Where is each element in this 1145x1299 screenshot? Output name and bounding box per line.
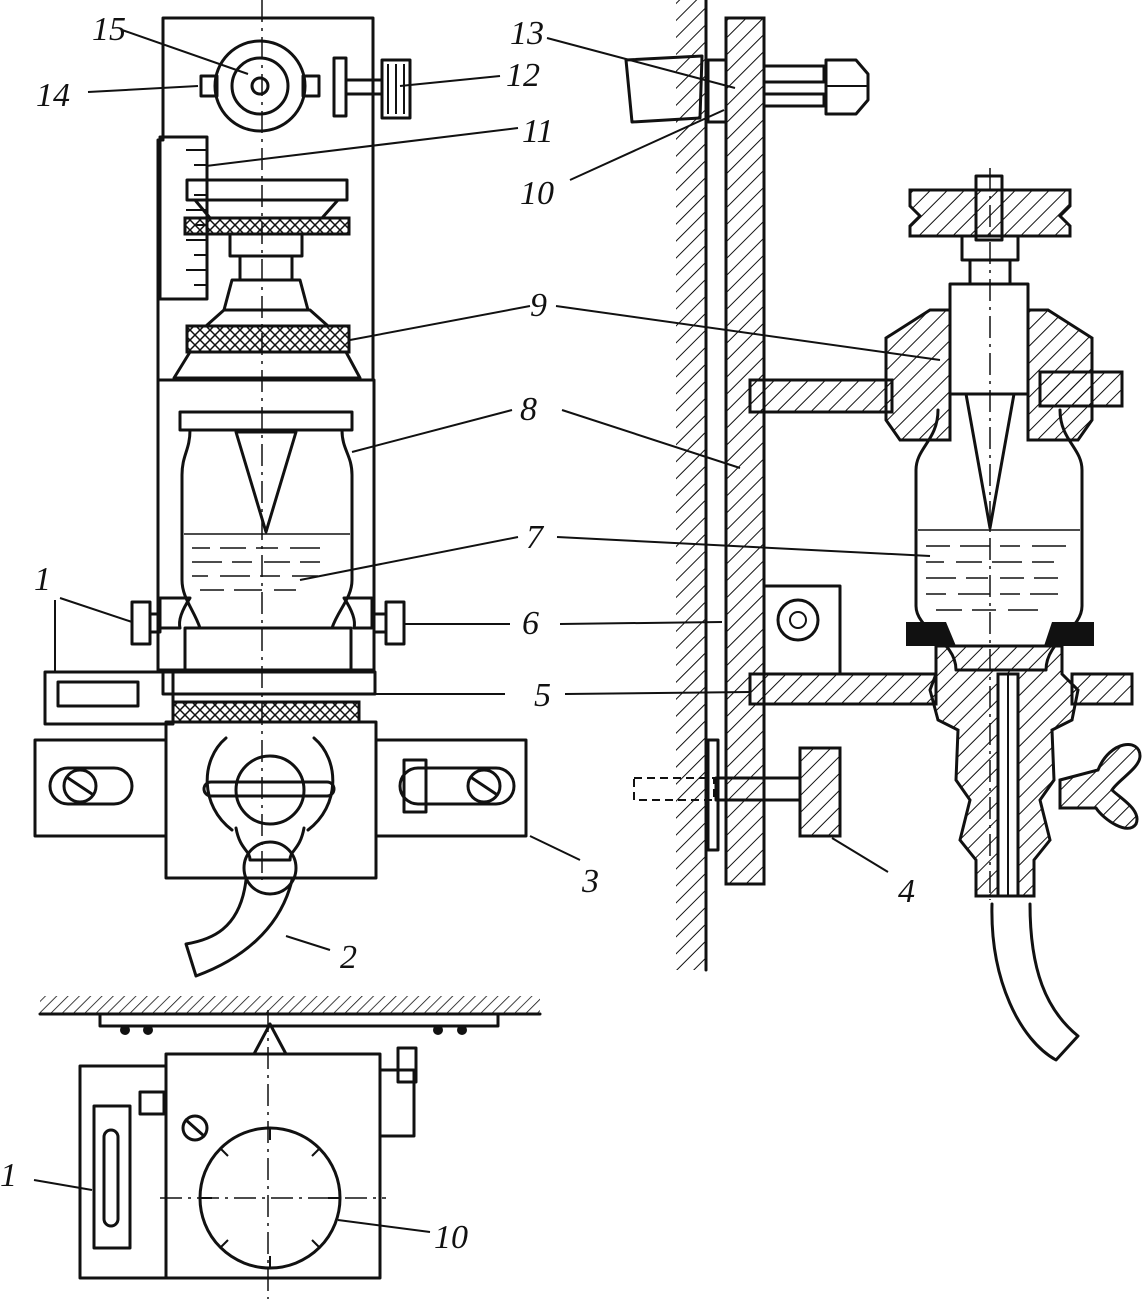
callout-1: 1 <box>34 561 51 598</box>
vessel-base-block <box>183 626 353 674</box>
callout-5: 5 <box>534 677 551 714</box>
lower-arm <box>748 672 938 706</box>
callout-15: 14 <box>36 77 70 114</box>
lock-screw-knob <box>798 746 842 838</box>
gauge-needle <box>234 430 298 534</box>
dial-outer-ring <box>213 39 307 133</box>
wing-nut <box>1058 743 1142 830</box>
callout-11: 11 <box>522 113 553 150</box>
dial-middle-ring <box>230 56 290 116</box>
wall-hatch <box>676 0 706 970</box>
upper-knurled-ring <box>183 216 351 236</box>
right-rail <box>374 738 528 838</box>
vessel-frame <box>156 378 376 672</box>
clamp-screw-right <box>372 600 406 646</box>
adjust-screw <box>332 56 412 120</box>
mount-spike <box>252 1022 288 1056</box>
level-housing <box>43 670 175 726</box>
seal-right <box>1044 622 1094 646</box>
lower-knurled-ring <box>185 324 351 354</box>
section-water <box>918 529 1080 611</box>
callout-3: 3 <box>581 863 599 900</box>
upper-pulley <box>183 178 351 328</box>
top-clamp-jaw <box>624 54 704 124</box>
callout-9: 9 <box>530 287 547 324</box>
right-bracket <box>342 596 374 630</box>
ceiling-hatch <box>40 996 540 1014</box>
rail-slots <box>48 766 516 806</box>
hose <box>184 878 294 978</box>
ball-joint <box>234 754 306 826</box>
base-plate <box>161 670 377 696</box>
seal-left <box>906 622 956 646</box>
dial-center <box>250 76 270 96</box>
level-vial <box>56 680 140 708</box>
rail-screw-right <box>466 768 502 804</box>
callout-plan-10: 10 <box>434 1219 468 1256</box>
leader-lines <box>33 29 941 1233</box>
callout-2: 2 <box>340 939 357 976</box>
callout-8: 8 <box>520 391 537 428</box>
cone-collar <box>172 350 362 380</box>
ball-pin <box>202 780 336 798</box>
frame-top-bar <box>178 410 354 432</box>
section-hose <box>990 902 1080 1062</box>
plan-view <box>38 996 542 1299</box>
clamp-screw-left <box>130 600 162 646</box>
callout-13: 13 <box>510 15 544 52</box>
front-view <box>33 0 528 978</box>
callout-14: 15 <box>92 11 126 48</box>
spindle <box>948 282 1030 396</box>
callout-12: 12 <box>506 57 540 94</box>
rail-clamp <box>402 758 428 814</box>
callout-labels: 15 14 12 11 13 10 9 8 7 1 6 5 3 2 4 1 10 <box>0 11 915 1256</box>
left-rail <box>33 738 168 838</box>
drive-shaft <box>974 174 1004 242</box>
ball-socket <box>205 736 335 832</box>
callout-plan-1: 1 <box>0 1157 17 1194</box>
lock-screw-dash <box>633 777 715 801</box>
callout-10: 10 <box>520 175 554 212</box>
callout-4: 4 <box>898 873 915 910</box>
plan-level-housing <box>78 1064 168 1280</box>
base-knurled-ring <box>171 700 361 724</box>
callout-7: 7 <box>526 519 545 556</box>
mount-block <box>164 720 378 880</box>
callout-6: 6 <box>522 605 539 642</box>
upper-arm <box>748 378 894 414</box>
left-bracket <box>158 596 192 630</box>
rail-screw-left <box>62 768 98 804</box>
socket-neck <box>234 826 306 862</box>
water-level <box>184 533 350 591</box>
mounting-post <box>724 16 766 886</box>
plan-level-vial <box>92 1104 132 1250</box>
plan-body <box>164 1052 382 1280</box>
bearing-housing <box>884 308 952 442</box>
dial-left-lug <box>199 74 219 98</box>
section-view <box>624 0 1142 1062</box>
top-nut <box>824 58 870 116</box>
plan-screw <box>181 1114 209 1142</box>
dial-right-lug <box>301 74 321 98</box>
